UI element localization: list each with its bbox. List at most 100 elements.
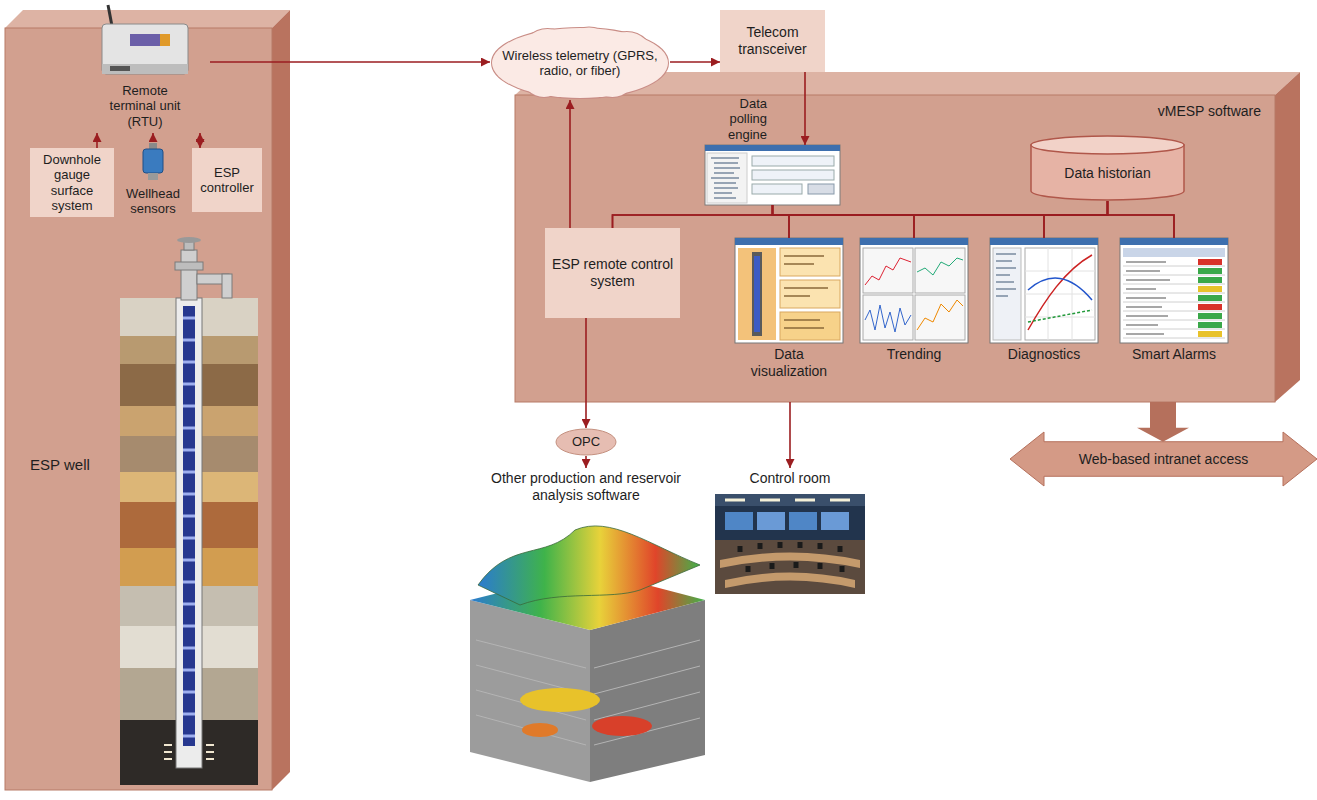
panel-side (272, 10, 290, 790)
rtu-picture (102, 5, 188, 74)
room (715, 494, 865, 594)
text-holder: ESP remote control system (549, 256, 676, 289)
rtu-sticker (130, 34, 160, 46)
text-holder: Other production and reservoir analysis … (461, 468, 711, 508)
plot-curve (1028, 255, 1092, 330)
well-pane (738, 248, 776, 340)
window (860, 238, 968, 343)
screenshot: Data polling engine (705, 145, 840, 205)
diagnostics-screenshot (990, 238, 1098, 343)
chart (915, 248, 965, 293)
connector (804, 72, 806, 145)
trend-line (917, 300, 963, 330)
esp-string (183, 306, 195, 746)
connector (199, 133, 201, 148)
picture-area (1120, 238, 1228, 343)
control-room-picture: Control room (715, 468, 865, 594)
reservoir-body (522, 723, 558, 737)
chart (863, 248, 913, 293)
node-label: vMESP software (1158, 103, 1261, 120)
trend-line (865, 258, 911, 285)
access-arrow: Web-based intranet access (1010, 432, 1317, 486)
panel-side (1275, 72, 1300, 402)
tree-pane (707, 153, 747, 203)
picture-area (715, 494, 865, 594)
text-holder: Remote terminal unit (RTU) (80, 80, 210, 133)
node-label: Diagnostics (990, 346, 1098, 363)
database-cylinder: Data historian (1030, 135, 1185, 201)
node-label: ESP controller (196, 165, 258, 196)
connector (773, 205, 1175, 238)
picture-area (116, 140, 190, 184)
connector (789, 201, 1108, 238)
picture-area (735, 238, 843, 343)
pump-column (754, 256, 760, 332)
trend-line (917, 258, 963, 275)
data-pane (780, 280, 840, 308)
alarm-cell (1198, 277, 1222, 283)
trending-screenshot (860, 238, 968, 343)
window (735, 238, 843, 343)
connector (1044, 201, 1108, 238)
text-holder: Wireless telemetry (GPRS, radio, or fibe… (502, 48, 658, 79)
video-wall (789, 512, 817, 530)
wellhead-flange (175, 262, 203, 270)
connector (773, 205, 1045, 238)
node-label: OPC (572, 434, 600, 449)
video-wall (725, 512, 753, 530)
text-holder: ESP controller (196, 165, 258, 196)
text-holder: Telecom transceiver (724, 24, 821, 57)
window (990, 238, 1098, 343)
node-label: Data polling engine (701, 96, 767, 142)
connector (789, 402, 791, 468)
connector (585, 318, 587, 428)
ellipse-outline (556, 429, 616, 455)
form-field (752, 156, 834, 166)
table-text (1126, 262, 1170, 334)
text-holder: Trending (860, 343, 968, 367)
rtu-case (102, 24, 188, 74)
text-holder: Control room (715, 468, 865, 490)
esp-well-illustration (120, 237, 258, 785)
form-field (752, 170, 834, 180)
rtu-base (102, 64, 188, 74)
double-arrow-outline (1010, 432, 1317, 486)
plot-curve (1028, 278, 1092, 300)
equipment-panel-body (5, 10, 290, 790)
video-wall (821, 512, 849, 530)
alarm-cell (1198, 268, 1222, 274)
seismic-picture (470, 526, 705, 782)
picture-area (860, 238, 968, 343)
connector (96, 133, 98, 148)
sensor-picture (143, 143, 163, 180)
sensor-fitting (149, 143, 157, 149)
picture-area (990, 238, 1098, 343)
plot-area (1025, 248, 1095, 340)
process-box: ESP remote control system (545, 228, 680, 318)
pump-stages (183, 318, 195, 736)
node-label: Downhole gauge surface system (34, 152, 110, 213)
node-label: Wellhead sensors (118, 186, 188, 217)
software-picture: Other production and reservoir analysis … (461, 468, 711, 782)
chart (915, 295, 965, 340)
seismic-traces (476, 640, 700, 745)
node-label: ESP well (29, 456, 91, 474)
chart (863, 295, 913, 340)
software-panel-body (515, 72, 1300, 402)
text-holder: Diagnostics (990, 343, 1098, 367)
title-bar (735, 238, 843, 245)
list-pane (993, 248, 1021, 340)
connector (569, 100, 571, 228)
list-lines (996, 254, 1016, 296)
ceiling-lights (725, 499, 850, 502)
text-holder: Data visualization (735, 343, 843, 383)
telemetry-cloud: Wireless telemetry (GPRS, radio, or fibe… (490, 26, 670, 100)
rtu-port (110, 66, 130, 71)
screenshot: Trending (860, 238, 968, 367)
antenna (108, 5, 112, 26)
sensor-body (143, 149, 163, 173)
horizon-surface (478, 526, 700, 605)
equipment-panel: ESP well Remote terminal unit (RTU) Downho… (5, 28, 272, 790)
